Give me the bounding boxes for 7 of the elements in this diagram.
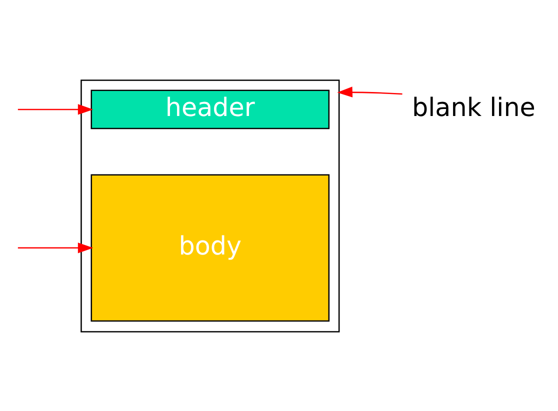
arrow <box>18 242 94 253</box>
arrow <box>337 86 402 97</box>
arrow <box>18 104 94 114</box>
node-box: body <box>90 174 330 322</box>
cluster <box>80 79 340 332</box>
node-box: header <box>90 89 330 129</box>
node-text: blank line <box>412 91 536 122</box>
